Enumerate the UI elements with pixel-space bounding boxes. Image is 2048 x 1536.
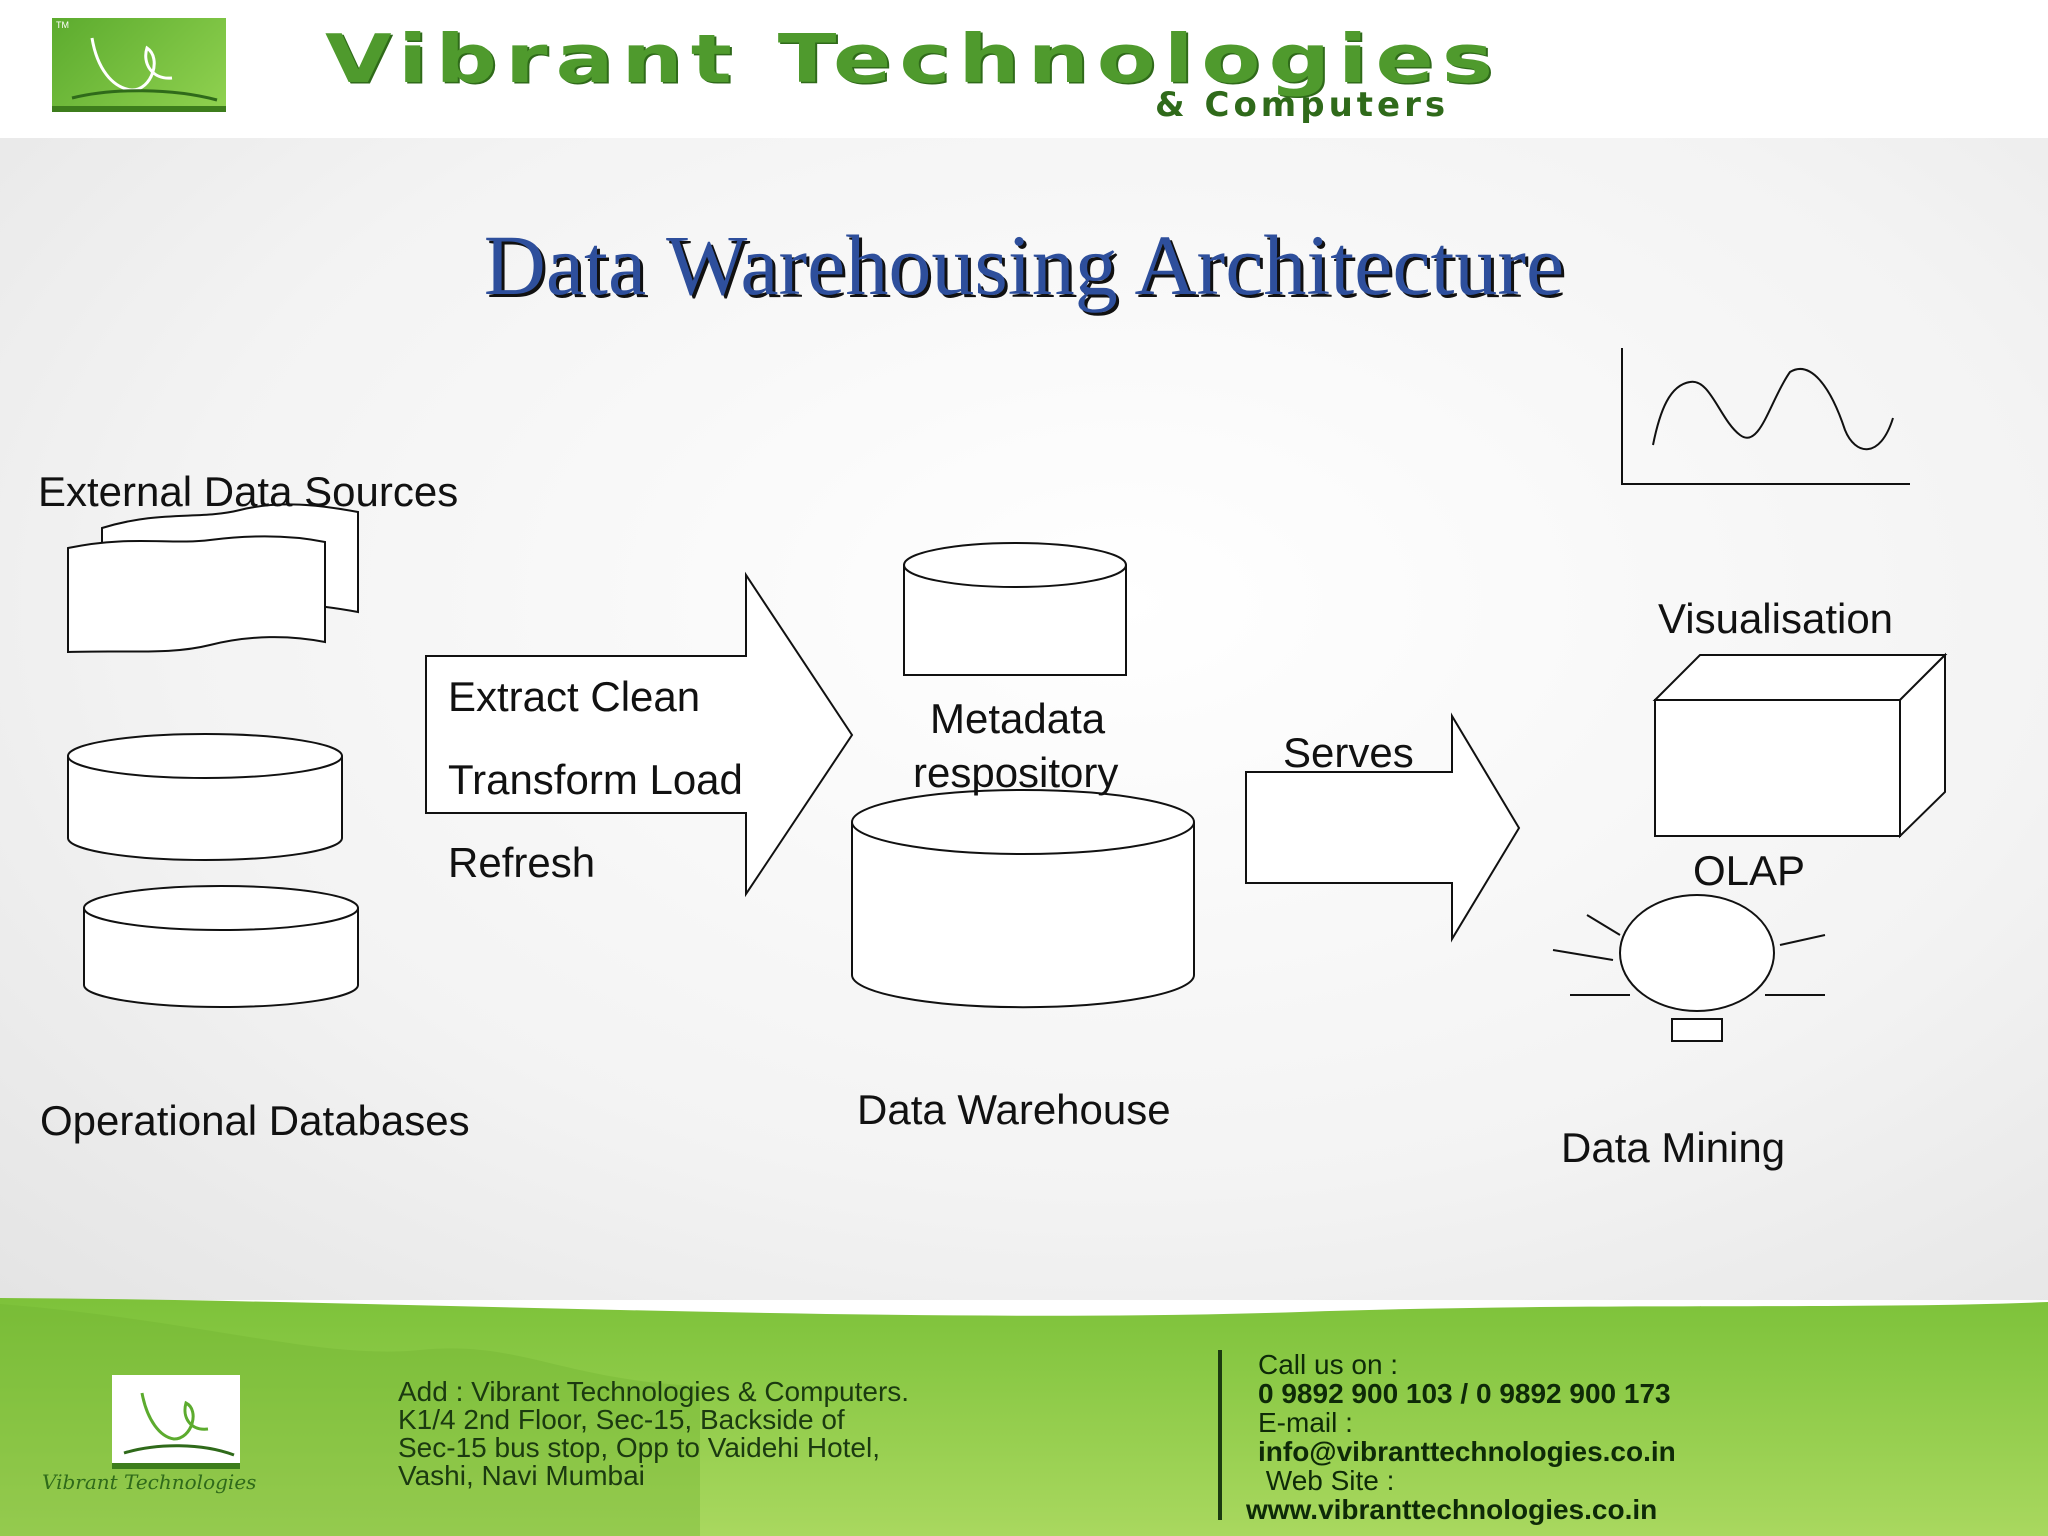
slide-title: Data Warehousing Architecture <box>483 217 1565 313</box>
etl-label-transform-load: Transform Load <box>448 756 743 803</box>
call-label: Call us on : <box>1258 1349 1399 1380</box>
serves-arrow <box>1245 712 1521 943</box>
brand-logo: TM <box>52 18 226 112</box>
brand-subtitle: & Computers <box>1155 85 1450 125</box>
website-link[interactable]: www.vibranttechnologies.co.in <box>1246 1494 1658 1525</box>
address-line-2: K1/4 2nd Floor, Sec-15, Backside of <box>398 1404 845 1435</box>
olap-cube <box>1652 652 1948 839</box>
footer-divider <box>1218 1350 1222 1520</box>
etl-arrow <box>425 571 854 898</box>
etl-label-extract-clean: Extract Clean <box>448 673 701 720</box>
data-warehouse-cylinder <box>851 789 1195 1009</box>
etl-label-refresh: Refresh <box>448 839 596 886</box>
logo-trademark: TM <box>56 20 69 30</box>
footer-logo-text: Vibrant Technologies <box>42 1470 257 1494</box>
data-mining-label: Data Mining <box>1561 1124 1786 1171</box>
website-label: Web Site : <box>1258 1465 1395 1496</box>
olap-label: OLAP <box>1693 847 1806 894</box>
address-line-4: Vashi, Navi Mumbai <box>398 1460 645 1491</box>
operational-db-cylinder-2 <box>83 885 359 1008</box>
metadata-repository-label: respository <box>913 749 1119 796</box>
operational-db-cylinder-1 <box>67 733 343 861</box>
email-link[interactable]: info@vibranttechnologies.co.in <box>1258 1436 1676 1467</box>
operational-databases-label: Operational Databases <box>40 1097 470 1144</box>
logo-swirl-icon <box>71 37 218 102</box>
external-source-scroll-front <box>67 535 326 654</box>
footer-logo <box>112 1375 240 1469</box>
metadata-label: Metadata <box>930 695 1106 742</box>
footer-logo-swirl-icon <box>123 1392 235 1457</box>
phone-numbers[interactable]: 0 9892 900 103 / 0 9892 900 173 <box>1258 1378 1671 1409</box>
lightbulb-rays <box>1552 914 1826 996</box>
data-warehouse-label: Data Warehouse <box>857 1086 1171 1133</box>
footer-address: Add : Vibrant Technologies & Computers. … <box>398 1378 909 1490</box>
metadata-cylinder <box>903 542 1127 676</box>
brand-title: Vibrant Technologies <box>325 20 1502 99</box>
footer-contact: Call us on : 0 9892 900 103 / 0 9892 900… <box>1246 1349 1676 1524</box>
address-line-3: Sec-15 bus stop, Opp to Vaidehi Hotel, <box>398 1432 880 1463</box>
serves-label: Serves <box>1283 729 1414 776</box>
data-mining-lightbulb-icon <box>1619 894 1775 1042</box>
address-line-1: Add : Vibrant Technologies & Computers. <box>398 1376 910 1407</box>
external-sources-label: External Data Sources <box>38 468 459 515</box>
email-label: E-mail : <box>1258 1407 1353 1438</box>
header-banner: TM Vibrant Technologies & Computers <box>0 0 2048 138</box>
visualisation-chart-icon <box>1621 348 1910 485</box>
footer-banner <box>0 1298 2048 1536</box>
visualisation-label: Visualisation <box>1658 595 1894 642</box>
